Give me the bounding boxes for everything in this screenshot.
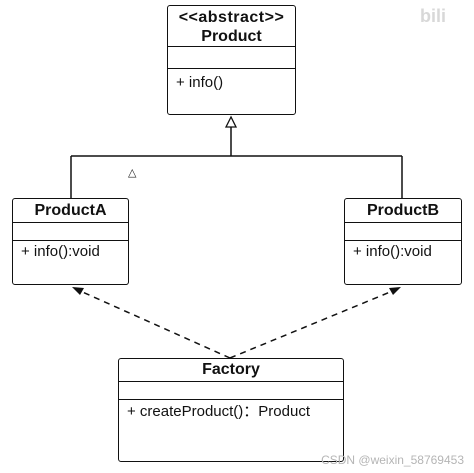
class-product-header: <<abstract>> Product [168,6,295,47]
class-productB[interactable]: ProductB + info():void [344,198,462,285]
class-productB-header: ProductB [345,199,461,223]
class-factory[interactable]: Factory + createProduct()：Product [118,358,344,462]
dependency-line-productA [77,289,231,359]
inheritance-arrowhead [224,115,238,128]
class-name: Product [201,28,262,45]
class-name: Factory [202,361,260,378]
class-productA-header: ProductA [13,199,128,223]
class-factory-header: Factory [119,359,343,382]
inheritance-connector [70,124,403,198]
class-product[interactable]: <<abstract>> Product + info() [167,5,296,115]
method: + info():void [21,243,100,260]
stereotype-label: <<abstract>> [178,9,285,26]
watermark-credit: CSDN @weixin_58769453 [321,453,464,467]
attributes-compartment [13,223,128,241]
attributes-compartment [168,47,295,69]
method: + info():void [353,243,432,260]
dependency-arrowhead-productB [389,287,401,295]
attributes-compartment [345,223,461,241]
dependency-arrowhead-productA [72,287,84,295]
class-name: ProductB [367,202,439,219]
class-productA[interactable]: ProductA + info():void [12,198,129,285]
mouse-cursor-icon: △ [128,167,137,179]
class-name: ProductA [34,202,107,219]
watermark-logo: bili [420,6,446,26]
attributes-compartment [119,382,343,400]
dependency-line-productB [229,289,396,359]
method: + info() [176,74,224,91]
method: + createProduct()：Product [127,403,310,420]
